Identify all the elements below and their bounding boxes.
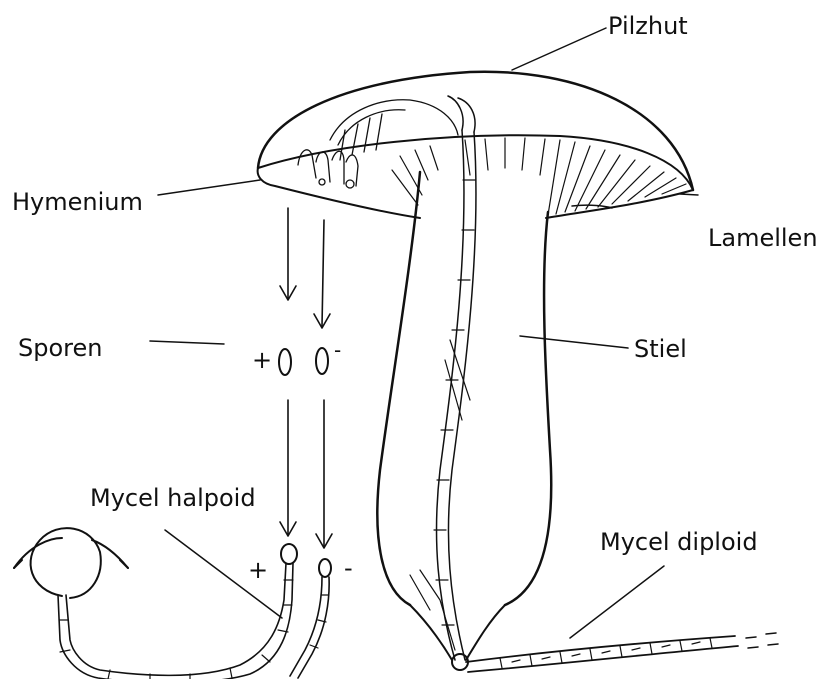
label-mycel-haploid: Mycel halpoid <box>90 486 256 510</box>
label-sporen: Sporen <box>18 336 102 360</box>
spore-plus-sign: + <box>252 348 272 372</box>
spore-fall-arrows <box>280 208 332 548</box>
hypha-minus-sign: - <box>344 556 353 580</box>
diploid-mycel-hypha <box>466 633 778 672</box>
spore-minus-sign: - <box>334 340 341 360</box>
label-lamellen: Lamellen <box>708 226 818 250</box>
spores-pair <box>279 348 328 375</box>
label-pilzhut: Pilzhut <box>608 14 688 38</box>
label-hymenium: Hymenium <box>12 190 143 214</box>
haploid-mycel-hypha <box>14 528 331 679</box>
hypha-plus-sign: + <box>248 558 268 582</box>
label-mycel-diploid: Mycel diploid <box>600 530 758 554</box>
label-stiel: Stiel <box>634 337 687 361</box>
mushroom-stem <box>377 96 551 670</box>
